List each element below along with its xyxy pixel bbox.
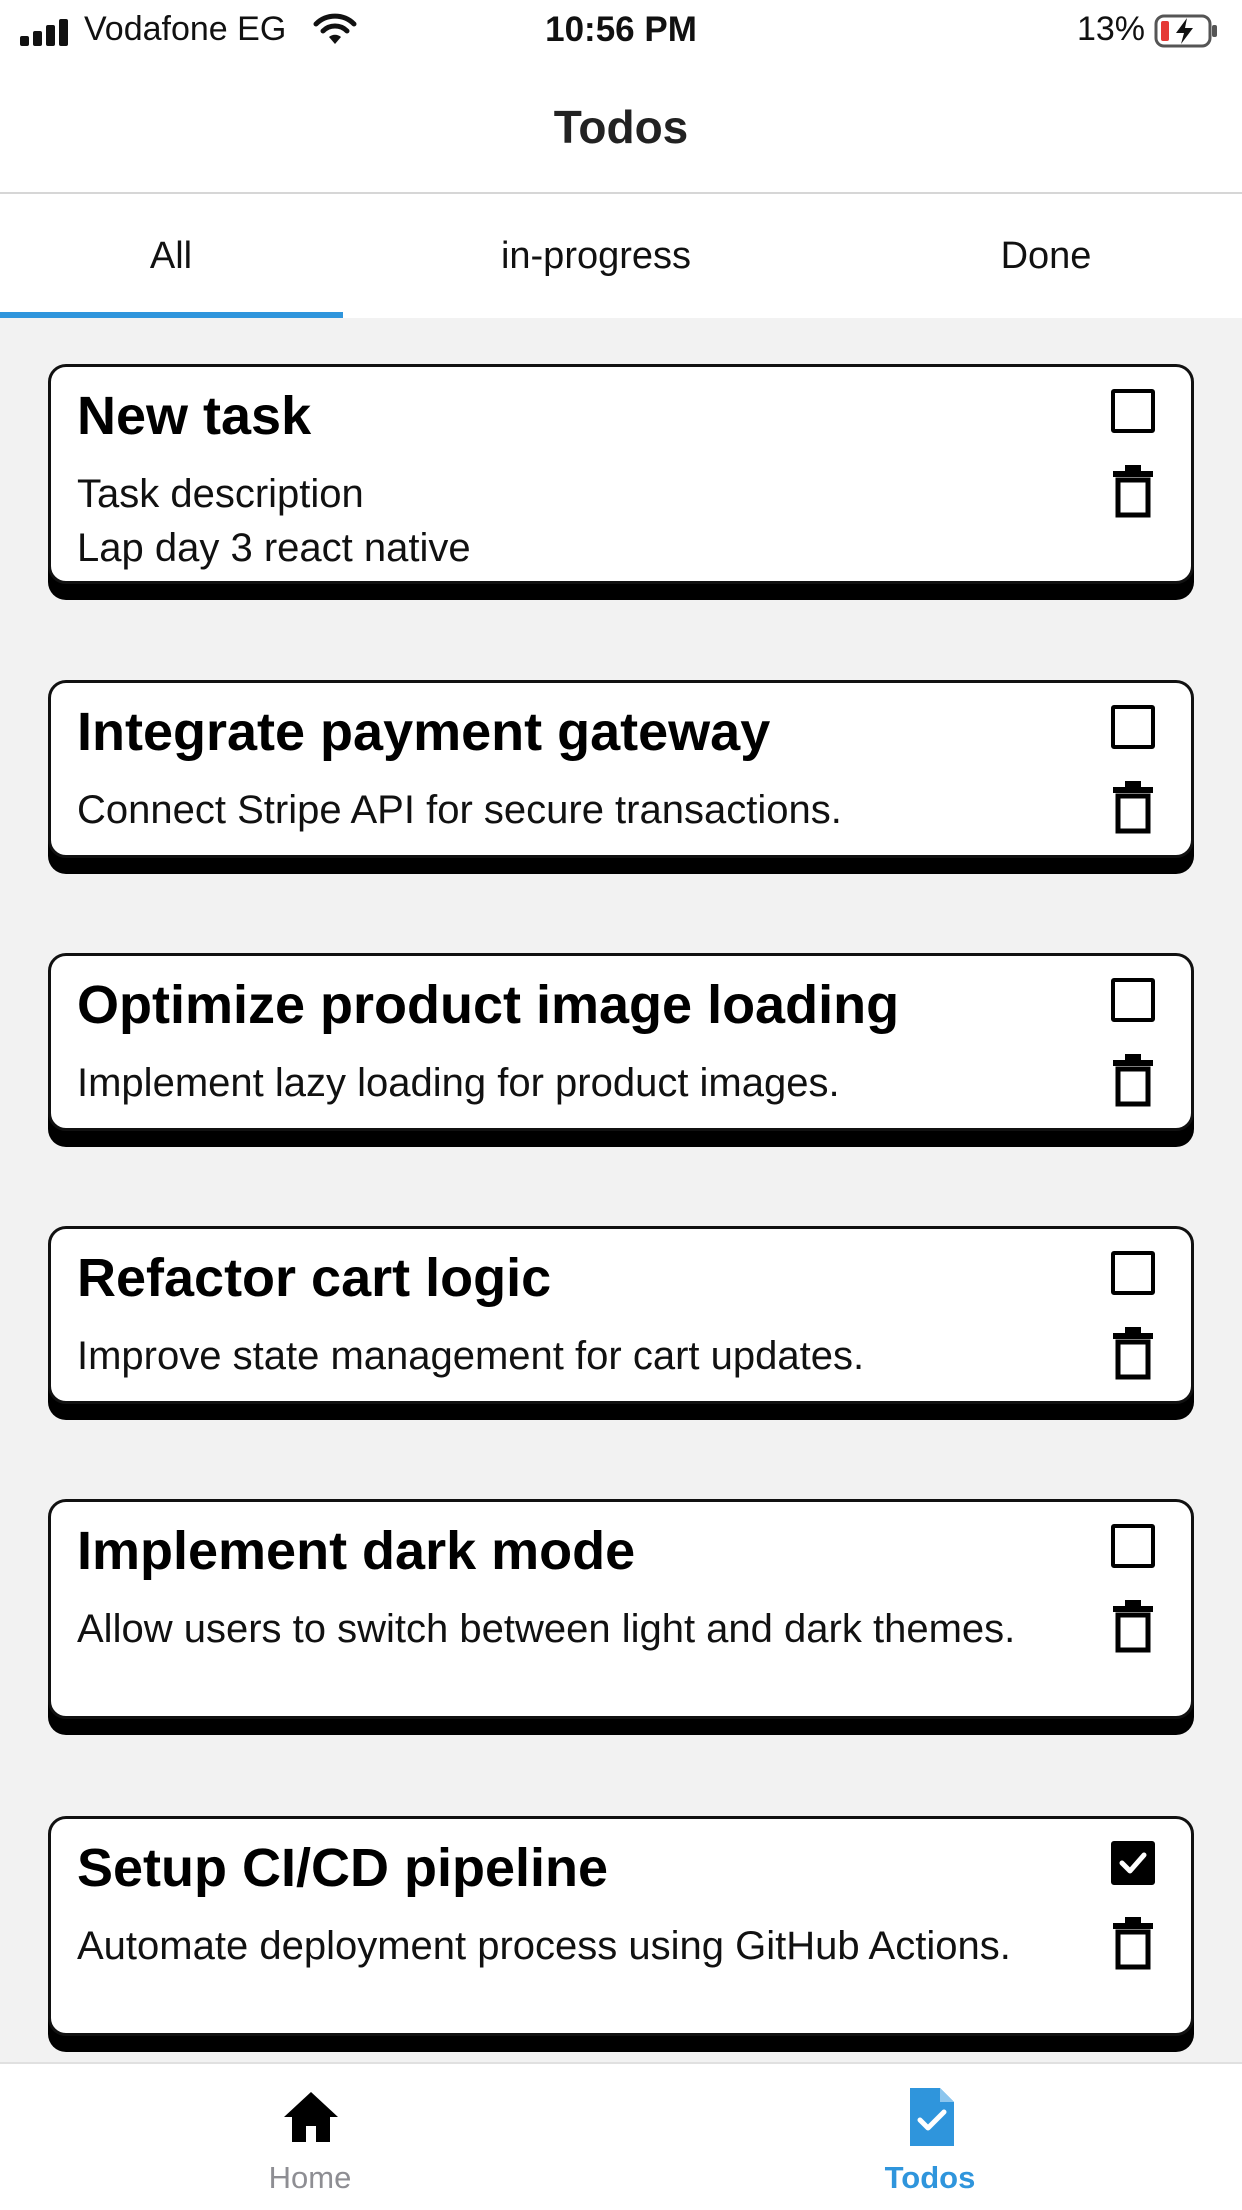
trash-icon[interactable]: [1109, 463, 1157, 519]
trash-icon[interactable]: [1109, 779, 1157, 835]
todo-card[interactable]: New task Task description Lap day 3 reac…: [48, 364, 1194, 600]
todo-card[interactable]: Setup CI/CD pipeline Automate deployment…: [48, 1816, 1194, 2052]
nav-todos[interactable]: Todos: [780, 2064, 1080, 2210]
status-time: 10:56 PM: [545, 10, 697, 49]
todo-description: Connect Stripe API for secure transactio…: [77, 788, 842, 832]
card-body: New task Task description Lap day 3 reac…: [48, 364, 1194, 584]
done-checkbox-checked[interactable]: [1111, 1841, 1155, 1885]
done-checkbox[interactable]: [1111, 1251, 1155, 1295]
done-checkbox[interactable]: [1111, 1524, 1155, 1568]
todo-title: Refactor cart logic: [77, 1248, 552, 1308]
bottom-tab-bar: Home Todos: [0, 2062, 1242, 2210]
card-body: Integrate payment gateway Connect Stripe…: [48, 680, 1194, 858]
todo-description: Automate deployment process using GitHub…: [77, 1924, 1011, 1968]
navigation-header: Todos: [0, 62, 1242, 194]
todo-description-line: Task description: [77, 472, 364, 516]
status-bar: Vodafone EG 10:56 PM 13%: [0, 0, 1242, 62]
card-body: Optimize product image loading Implement…: [48, 953, 1194, 1131]
todo-card[interactable]: Implement dark mode Allow users to switc…: [48, 1499, 1194, 1735]
battery-charging-icon: [1154, 14, 1220, 48]
checkmark-icon: [1119, 1852, 1147, 1874]
todo-title: New task: [77, 386, 312, 446]
home-icon: [280, 2086, 342, 2148]
trash-icon[interactable]: [1109, 1598, 1157, 1654]
nav-home-label: Home: [268, 2160, 352, 2195]
done-checkbox[interactable]: [1111, 705, 1155, 749]
signal-icon: [20, 18, 76, 46]
todo-card[interactable]: Optimize product image loading Implement…: [48, 953, 1194, 1147]
page-title: Todos: [553, 101, 689, 153]
active-tab-indicator: [0, 312, 343, 318]
done-checkbox[interactable]: [1111, 389, 1155, 433]
card-body: Setup CI/CD pipeline Automate deployment…: [48, 1816, 1194, 2036]
todo-title: Optimize product image loading: [77, 975, 900, 1035]
tab-done[interactable]: Done: [1000, 234, 1092, 277]
todo-title: Implement dark mode: [77, 1521, 636, 1581]
todo-title: Integrate payment gateway: [77, 702, 771, 762]
todo-title: Setup CI/CD pipeline: [77, 1838, 609, 1898]
carrier-name: Vodafone EG: [84, 10, 287, 48]
trash-icon[interactable]: [1109, 1325, 1157, 1381]
tab-in-progress[interactable]: in-progress: [500, 234, 692, 277]
wifi-icon: [312, 12, 358, 51]
todo-checklist-icon: [900, 2086, 962, 2148]
nav-home[interactable]: Home: [160, 2064, 460, 2210]
card-body: Implement dark mode Allow users to switc…: [48, 1499, 1194, 1719]
trash-icon[interactable]: [1109, 1915, 1157, 1971]
todo-card[interactable]: Refactor cart logic Improve state manage…: [48, 1226, 1194, 1420]
nav-todos-label: Todos: [884, 2160, 976, 2195]
card-body: Refactor cart logic Improve state manage…: [48, 1226, 1194, 1404]
trash-icon[interactable]: [1109, 1052, 1157, 1108]
todo-description: Task description Lap day 3 react native: [77, 467, 1041, 575]
done-checkbox[interactable]: [1111, 978, 1155, 1022]
todo-card[interactable]: Integrate payment gateway Connect Stripe…: [48, 680, 1194, 874]
battery-percent: 13%: [1076, 10, 1145, 48]
todo-description: Allow users to switch between light and …: [77, 1607, 1016, 1651]
todo-list[interactable]: New task Task description Lap day 3 reac…: [0, 318, 1242, 2062]
todo-description-line: Lap day 3 react native: [77, 526, 471, 570]
tab-all[interactable]: All: [149, 234, 193, 277]
filter-tabs: All in-progress Done: [0, 194, 1242, 318]
todo-description: Implement lazy loading for product image…: [77, 1061, 840, 1105]
todo-description: Improve state management for cart update…: [77, 1334, 865, 1378]
